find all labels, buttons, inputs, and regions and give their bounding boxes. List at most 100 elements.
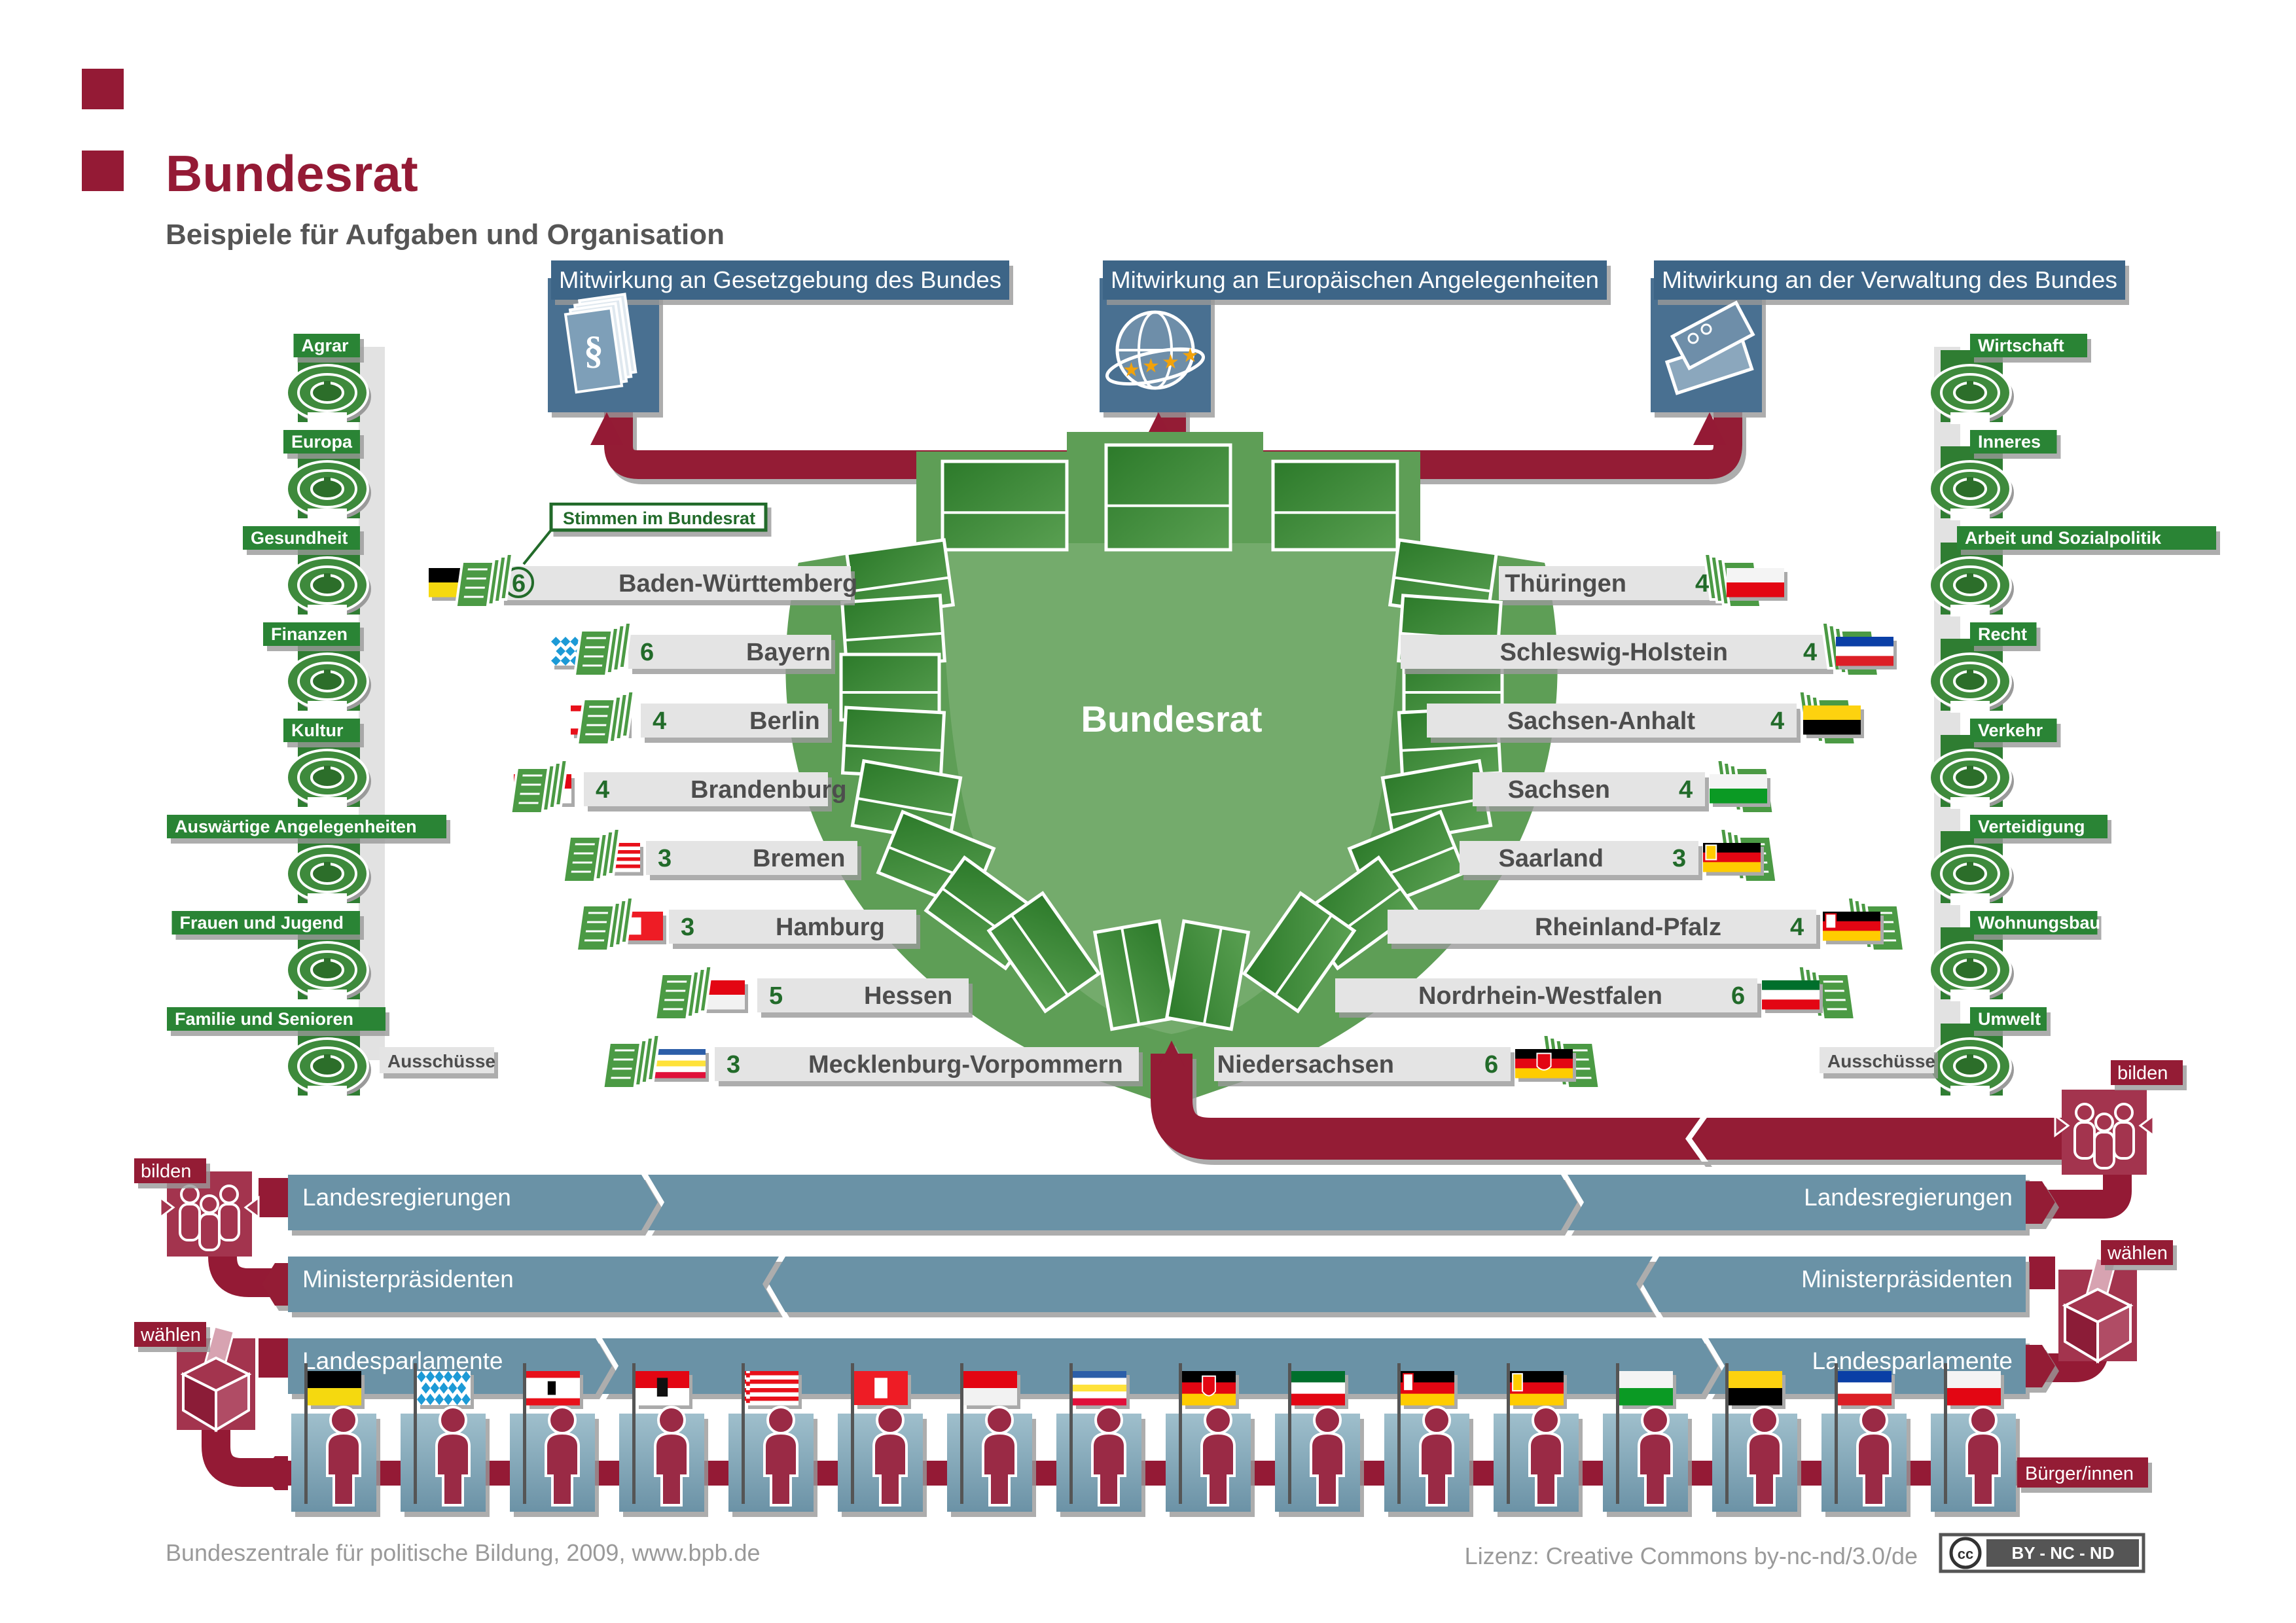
committee-item[interactable]: Agrar	[285, 334, 371, 424]
committee-item[interactable]: Kultur	[283, 719, 371, 809]
committee-item[interactable]: Familie und Senioren	[167, 1007, 386, 1097]
committee-label-bg	[1970, 1007, 2047, 1031]
state-flag	[1727, 568, 1787, 601]
state-row-left[interactable]: 4 Berlin	[571, 690, 828, 746]
citizen-flag	[1619, 1371, 1676, 1409]
state-flag	[1836, 637, 1897, 669]
person-icon	[1528, 1406, 1564, 1507]
seat-block	[986, 891, 1102, 1014]
state-bar	[1401, 635, 1829, 669]
state-bar	[646, 841, 857, 875]
committee-item[interactable]: Umwelt	[1928, 1007, 2047, 1097]
committee-item[interactable]: Finanzen	[263, 622, 371, 713]
band-label-landesregierungen-right: Landesregierungen	[1804, 1184, 2013, 1211]
committee-item[interactable]: Frauen und Jugend	[171, 911, 372, 1001]
committee-item[interactable]: Gesundheit	[243, 526, 371, 616]
state-name: Brandenburg	[691, 776, 847, 804]
task-header	[1103, 260, 1607, 300]
state-bar	[669, 910, 916, 944]
person-icon	[1091, 1406, 1126, 1507]
person-icon	[654, 1406, 689, 1507]
state-votes: 4	[653, 707, 666, 735]
state-flag	[1803, 705, 1864, 738]
buerger-text: Bürger/innen	[2025, 1463, 2134, 1484]
state-bar	[1473, 772, 1705, 806]
flag-pole	[1507, 1363, 1510, 1504]
state-bar	[641, 704, 828, 738]
committee-label-bg	[283, 430, 360, 454]
chamber-to-governments-arrow	[1151, 1041, 2075, 1162]
committee-item[interactable]: Verteidigung	[1928, 815, 2108, 905]
seat-block	[1164, 919, 1251, 1031]
state-flag	[1823, 912, 1884, 944]
task-label: Mitwirkung an Gesetzgebung des Bundes	[559, 266, 1001, 293]
committee-label-bg	[1970, 815, 2108, 838]
committee-item[interactable]: Auswärtige Angelegenheiten	[167, 815, 446, 905]
committee-item[interactable]: Verkehr	[1928, 719, 2057, 809]
vote-cards-icon	[601, 1033, 662, 1090]
person-icon	[435, 1406, 471, 1507]
person-icon	[1419, 1406, 1454, 1507]
committee-item[interactable]: Wirtschaft	[1928, 334, 2087, 424]
loop-left-waehlen	[202, 1400, 288, 1487]
citizen-flag	[1838, 1371, 1895, 1409]
state-votes: 3	[1672, 845, 1686, 872]
chamber-label: Bundesrat	[1081, 698, 1263, 740]
committee-item[interactable]: Inneres	[1928, 430, 2057, 520]
flag-pole	[1069, 1363, 1073, 1504]
state-bodies-bands: Landesregierungen Landesregierungen Mini…	[262, 1175, 2055, 1394]
state-name: Hamburg	[776, 914, 885, 941]
state-name: Berlin	[749, 707, 820, 735]
person-icon	[1310, 1406, 1345, 1507]
flag-pole	[1179, 1363, 1182, 1504]
committee-item[interactable]: Recht	[1928, 622, 2037, 713]
flag-pole	[960, 1363, 963, 1504]
flag-pole	[742, 1363, 745, 1504]
tag-label: bilden	[2117, 1063, 2168, 1084]
citizen-figure	[1275, 1363, 1360, 1512]
state-bar	[628, 635, 831, 669]
state-name: Hessen	[864, 982, 952, 1010]
citizen-flag	[963, 1371, 1020, 1409]
state-name: Rheinland-Pfalz	[1535, 914, 1721, 941]
state-flag	[1515, 1049, 1576, 1082]
state-votes: 6	[640, 639, 654, 666]
state-row-left[interactable]: 5 Hessen	[653, 965, 969, 1021]
state-votes: 5	[769, 982, 783, 1010]
tag-bilden-right: bilden	[2054, 1060, 2183, 1175]
loop-right-waehlen-stub	[2029, 1257, 2055, 1289]
state-name: Bayern	[746, 639, 831, 666]
committee-label-bg	[1970, 719, 2057, 742]
person-icon	[1747, 1406, 1782, 1507]
citizen-figure	[1056, 1363, 1141, 1512]
state-name: Niedersachsen	[1217, 1051, 1394, 1079]
state-votes: 4	[1770, 707, 1784, 735]
tag-label: wählen	[140, 1325, 201, 1346]
committee-item[interactable]: Arbeit und Sozialpolitik	[1928, 526, 2216, 616]
committee-item[interactable]: Europa	[283, 430, 371, 520]
people-group-icon	[2054, 1090, 2155, 1175]
citizen-flag	[417, 1371, 474, 1409]
committee-label: Familie und Senioren	[175, 1009, 353, 1029]
committee-item[interactable]: Wohnungsbau	[1928, 911, 2100, 1001]
seat-block	[941, 459, 1069, 552]
state-flag	[648, 1049, 709, 1082]
paragraph-document-icon: §	[564, 293, 637, 394]
cc-license-badge[interactable]: cc BY - NC - ND	[1939, 1533, 2145, 1573]
state-name: Nordrhein-Westfalen	[1418, 982, 1662, 1010]
state-row-left[interactable]: 6 Bayern	[551, 621, 831, 677]
cc-logo-text: cc	[1958, 1546, 1973, 1562]
